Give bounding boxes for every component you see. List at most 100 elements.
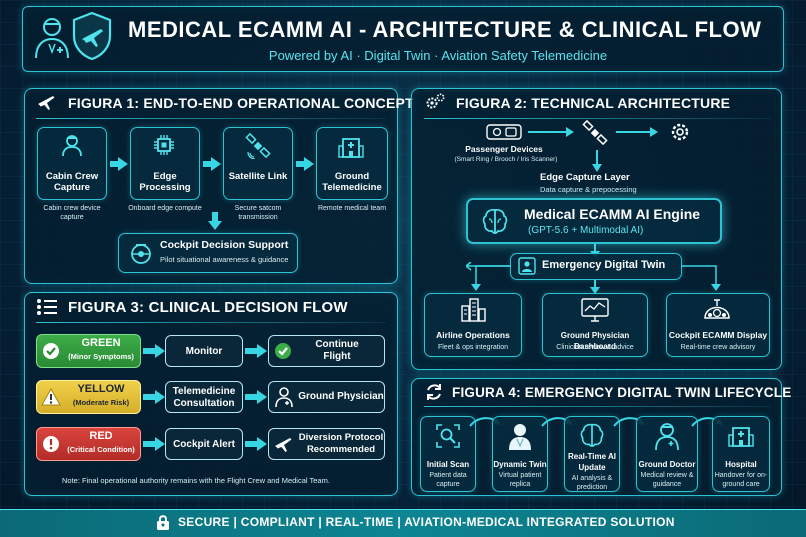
flow-action-monitor: Monitor <box>165 335 243 367</box>
buildings-icon <box>459 296 487 322</box>
satellite-icon <box>582 120 608 146</box>
fig2-title: FIGURA 2: TECHNICAL ARCHITECTURE <box>456 95 731 111</box>
status-condition: (Minor Symptoms) <box>68 352 134 361</box>
satellite-icon <box>245 133 271 159</box>
flow-outcome-label: Ground Physician <box>298 391 384 402</box>
fig2-edge-label: Edge Capture Layer <box>540 172 630 183</box>
footer-bar <box>0 509 806 537</box>
list-icon <box>36 297 58 317</box>
arrow-head <box>155 437 165 451</box>
arrow <box>616 131 652 133</box>
fig4-step-label: Ground Doctor <box>638 460 696 469</box>
fig3-title: FIGURA 3: CLINICAL DECISION FLOW <box>68 299 348 316</box>
gears-icon <box>424 92 446 112</box>
brain-icon <box>480 206 510 236</box>
fig1-node-label: Ground Telemedicine <box>322 171 382 193</box>
fig4-step-caption: Medical review & guidance <box>640 472 694 488</box>
status-level: RED <box>89 430 113 442</box>
fig2-output-caption: Clinician review & advice <box>556 344 634 351</box>
fig4-step-scan <box>420 416 476 492</box>
fig1-node-satellite <box>223 127 293 200</box>
flow-outcome-label: Continue Flight <box>315 339 359 362</box>
status-condition: (Moderate Risk) <box>72 398 130 407</box>
arrow-head <box>257 390 267 404</box>
fig1-title: FIGURA 1: END-TO-END OPERATIONAL CONCEPT <box>68 95 414 111</box>
fig1-node-caption: Remote medical team <box>317 205 387 212</box>
fig1-node-caption: Onboard edge compute <box>128 205 202 212</box>
page-title: MEDICAL ECAMM AI - ARCHITECTURE & CLINIC… <box>128 17 762 42</box>
arrow-head <box>257 437 267 451</box>
fig4-step-doctor <box>636 416 698 492</box>
fig2-engine-label: Medical ECAMM AI Engine <box>524 206 701 222</box>
chip-icon <box>152 133 176 157</box>
arrow-head <box>155 344 165 358</box>
status-level: GREEN <box>81 337 121 349</box>
airplane-icon <box>273 434 293 454</box>
fig1-node-label: Edge Processing <box>139 171 191 193</box>
header-banner <box>22 6 784 72</box>
person-icon <box>518 257 536 275</box>
arrow <box>143 348 157 354</box>
fig1-node-label: Satellite Link <box>228 171 288 182</box>
arrow <box>245 441 259 447</box>
check-icon <box>42 342 60 360</box>
cockpit-display-icon <box>702 296 732 324</box>
arrow <box>245 394 259 400</box>
arrow-head <box>257 344 267 358</box>
flow-action-label: Cockpit Alert <box>173 439 235 450</box>
cycle-icon <box>424 382 444 402</box>
fig2-edge-caption: Data capture & prepocessing <box>540 185 637 194</box>
arrow-down <box>592 150 602 172</box>
arrow-head <box>118 157 128 171</box>
flow-action-cockpit-alert: Cockpit Alert <box>165 428 243 460</box>
fig2-twin-label: Emergency Digital Twin <box>542 259 666 271</box>
flow-action-label: Telemedicine Consultation <box>172 386 236 409</box>
fig2-output-cockpit <box>666 293 770 357</box>
avatar-icon <box>507 422 533 450</box>
fig4-step-label: Initial Scan <box>426 460 470 469</box>
gear-icon <box>668 120 692 144</box>
airplane-icon <box>36 92 56 112</box>
arrow <box>143 394 157 400</box>
status-level: YELLOW <box>77 383 125 395</box>
fig4-step-label: Real-Time AI Update <box>567 452 616 472</box>
physician-icon <box>274 386 294 408</box>
arrow-head <box>155 390 165 404</box>
fig2-output-caption: Real-time crew advisory <box>680 344 756 351</box>
warning-icon <box>41 388 61 406</box>
footer-text: SECURE | COMPLIANT | REAL-TIME | AVIATIO… <box>178 515 675 529</box>
fig1-title-underline <box>36 118 386 119</box>
fig1-node-caption: Secure satcom transmission <box>234 205 282 221</box>
cockpit-icon <box>128 241 154 265</box>
fig2-output-physician <box>542 293 648 357</box>
brain-icon <box>578 422 606 448</box>
fig4-step-caption: Virtual patient replica <box>498 472 542 488</box>
fig1-node-caption: Cabin crew device capture <box>43 205 101 221</box>
arrow-head <box>650 127 658 137</box>
doctor-icon <box>654 422 680 450</box>
fig4-title: FIGURA 4: EMERGENCY DIGITAL TWIN LIFECYC… <box>452 385 792 400</box>
fig4-step-caption: AI analysis & prediction <box>571 475 613 491</box>
hospital-icon <box>338 133 364 159</box>
fig4-step-caption: Handover for on-ground care <box>714 472 768 488</box>
arrow-down <box>208 212 222 230</box>
dashboard-icon <box>581 298 609 322</box>
arrow <box>245 348 259 354</box>
doctor-icon <box>32 14 72 60</box>
arrow <box>203 161 213 167</box>
cabin-crew-icon <box>60 133 84 157</box>
fig2-output-caption: Fleet & ops integration <box>437 344 509 351</box>
hospital-icon <box>728 422 754 448</box>
fig2-passenger-label: Passenger Devices <box>465 144 543 154</box>
flow-outcome-physician <box>268 381 385 413</box>
connector-lines <box>466 262 726 292</box>
arrow-head <box>211 157 221 171</box>
fig1-cockpit-label: Cockpit Decision Support <box>160 239 289 251</box>
status-condition: (Critical Condition) <box>67 445 135 454</box>
flow-outcome-diversion <box>268 428 385 460</box>
fig3-note: Note: Final operational authority remain… <box>62 476 330 485</box>
fig4-step-label: Hospital <box>725 460 757 469</box>
shield-airplane-icon <box>70 10 114 62</box>
lock-icon <box>156 514 170 530</box>
flow-action-telemedicine: Telemedicine Consultation <box>165 381 243 413</box>
